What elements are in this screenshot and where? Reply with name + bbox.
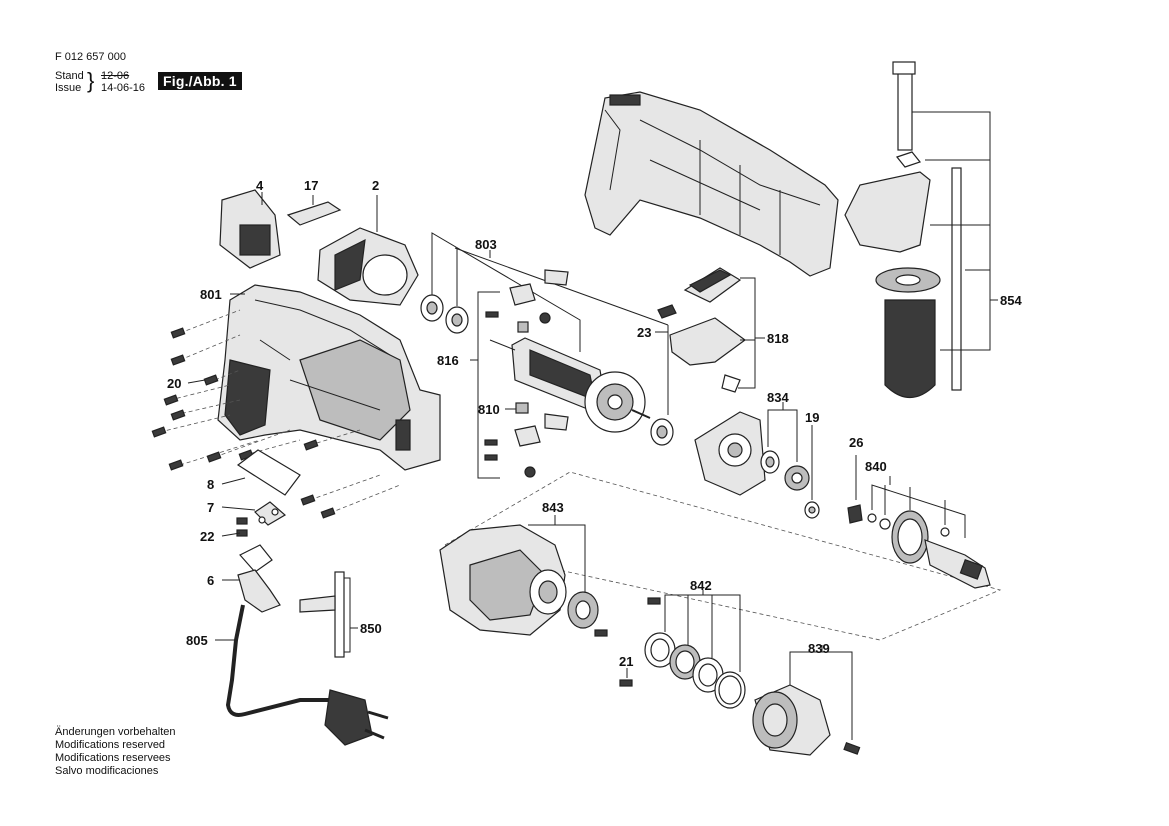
drill-chuck xyxy=(752,645,861,756)
spindle-gear-group xyxy=(847,455,991,589)
rear-housing-shell xyxy=(584,91,839,277)
cable-clamp xyxy=(221,501,287,537)
issue-date: 14-06-16 xyxy=(101,82,146,94)
callout-21: 21 xyxy=(619,654,633,669)
callout-810: 810 xyxy=(478,402,500,417)
auxiliary-handle xyxy=(844,61,962,399)
brush-holders xyxy=(470,269,569,479)
gear-assembly-dashed-outline xyxy=(444,471,1002,641)
header-brace: } xyxy=(87,68,95,93)
callout-850: 850 xyxy=(360,621,382,636)
plate-part-17 xyxy=(286,195,342,226)
stand-date: 12-06 xyxy=(101,70,130,82)
callout-22: 22 xyxy=(200,529,214,544)
chuck-key xyxy=(299,571,358,658)
callout-816: 816 xyxy=(437,353,459,368)
note-en: Modifications reserved xyxy=(55,739,166,751)
callout-7: 7 xyxy=(207,500,214,515)
callout-8: 8 xyxy=(207,477,214,492)
part-number: F 012 657 000 xyxy=(55,51,126,63)
ring-set xyxy=(619,590,746,709)
callout-805: 805 xyxy=(186,633,208,648)
power-cord xyxy=(215,604,389,746)
callout-843: 843 xyxy=(542,500,564,515)
callout-4: 4 xyxy=(256,178,264,193)
armature xyxy=(489,337,651,433)
modification-notes: Änderungen vorbehalten Modifications res… xyxy=(55,726,175,778)
note-fr: Modifications reservees xyxy=(55,752,171,764)
callout-2: 2 xyxy=(372,178,379,193)
callout-801: 801 xyxy=(200,287,222,302)
callout-17: 17 xyxy=(304,178,318,193)
callout-834: 834 xyxy=(767,390,789,405)
issue-label: Issue xyxy=(55,82,82,94)
callout-854: 854 xyxy=(1000,293,1022,308)
stand-label: Stand xyxy=(55,70,84,82)
gear-plate xyxy=(694,402,820,519)
bearing-group-803 xyxy=(420,232,674,446)
note-es: Salvo modificaciones xyxy=(55,765,159,777)
note-de: Änderungen vorbehalten xyxy=(55,726,176,738)
switch-part xyxy=(219,189,281,269)
callout-840: 840 xyxy=(865,459,887,474)
cable-guard xyxy=(222,544,281,613)
callout-803: 803 xyxy=(475,237,497,252)
callout-6: 6 xyxy=(207,573,214,588)
callout-842: 842 xyxy=(690,578,712,593)
stator-field xyxy=(317,195,419,306)
callout-23: 23 xyxy=(637,325,651,340)
cover-group-818 xyxy=(655,267,765,393)
callout-20: 20 xyxy=(167,376,181,391)
leader-854 xyxy=(912,111,998,351)
figure-label: Fig./Abb. 1 xyxy=(158,72,242,90)
gear-housing xyxy=(439,515,608,637)
callout-26: 26 xyxy=(849,435,863,450)
main-housing xyxy=(217,284,441,471)
callout-839: 839 xyxy=(808,641,830,656)
callout-818: 818 xyxy=(767,331,789,346)
callout-19: 19 xyxy=(805,410,819,425)
label-plate xyxy=(221,449,301,496)
